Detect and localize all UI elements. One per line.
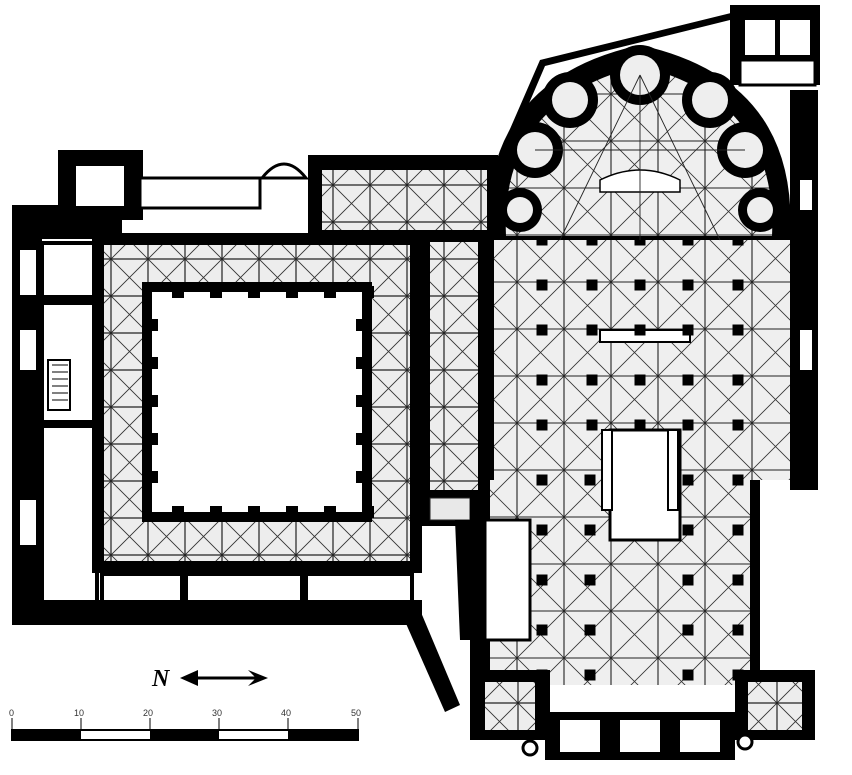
pier [146,357,158,369]
scale-tick-label: 0 [9,708,14,718]
arrow-fletching-icon [248,670,268,686]
pier [536,574,548,586]
pier [146,395,158,407]
pier [682,324,694,336]
pier [356,357,368,369]
pier [536,524,548,536]
pier [146,471,158,483]
pier [146,319,158,331]
scale-segment [288,730,358,740]
north-arrow: N [151,666,268,692]
pier [682,524,694,536]
pier [732,524,744,536]
scale-segment [12,730,81,740]
cloister [92,233,422,573]
pier [536,279,548,291]
pier [584,669,596,681]
pier [172,506,184,518]
west-wing [12,150,422,625]
pier [536,474,548,486]
north-label: N [151,666,171,692]
pier [634,324,646,336]
precinct-wall [490,5,820,490]
pier [362,286,374,298]
pier [634,419,646,431]
pier [584,574,596,586]
pier [536,624,548,636]
pier [682,669,694,681]
pier [324,286,336,298]
pier [356,433,368,445]
pier [682,374,694,386]
pier [634,374,646,386]
scale-tick-label: 20 [143,708,153,718]
pier [732,324,744,336]
pier [732,419,744,431]
pier [586,419,598,431]
pier [172,286,184,298]
pier [732,574,744,586]
south-passage [400,490,815,760]
scale-tick-label: 40 [281,708,291,718]
scale-tick-label: 10 [74,708,84,718]
pier [584,474,596,486]
pier [586,324,598,336]
scale-tick-label: 30 [212,708,222,718]
pier [536,419,548,431]
apse-chevet [487,45,791,241]
pier [586,374,598,386]
pier [732,279,744,291]
pier [586,279,598,291]
pier [210,286,222,298]
pier [248,286,260,298]
pier [362,506,374,518]
pier [286,286,298,298]
pier [682,574,694,586]
pier [146,433,158,445]
pier [356,395,368,407]
pier [682,624,694,636]
pier [732,474,744,486]
pier [634,279,646,291]
pier [356,319,368,331]
pier [682,474,694,486]
pier [356,471,368,483]
pier [732,624,744,636]
scale-tick-label: 50 [351,708,361,718]
pier [286,506,298,518]
scale-segment [150,730,219,740]
pier [732,374,744,386]
pier [584,524,596,536]
pier [248,506,260,518]
pier [682,279,694,291]
pier [536,324,548,336]
pier [584,624,596,636]
scale-bar: 0 10 20 30 40 50 [9,708,361,741]
pier [324,506,336,518]
pier [210,506,222,518]
arrowhead-icon [180,670,198,686]
pier [536,374,548,386]
pier [682,419,694,431]
cloister-garth-piers [146,286,374,518]
